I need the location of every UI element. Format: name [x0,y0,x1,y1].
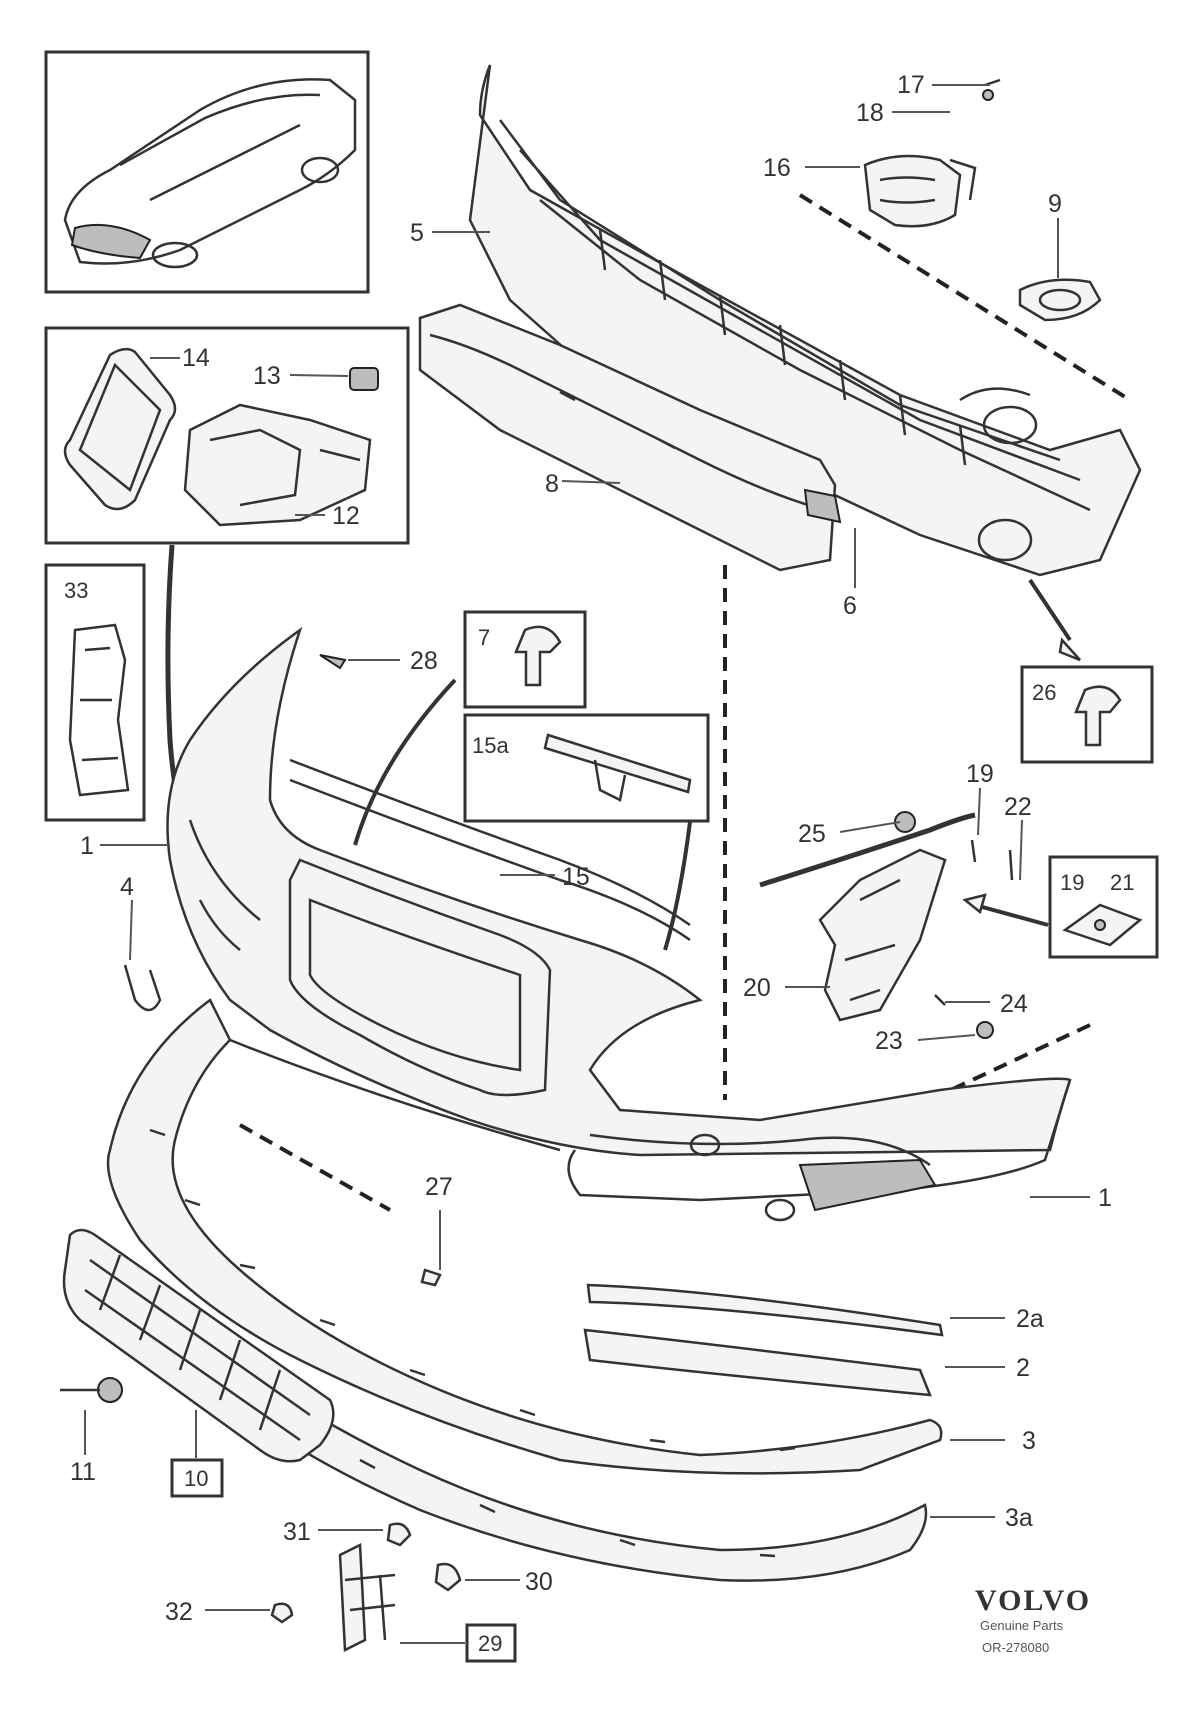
callout-21: 21 [1110,870,1134,895]
bumper-cover [166,626,1072,1222]
callout-30: 30 [525,1568,553,1596]
callout-5: 5 [410,219,424,247]
callout-18: 18 [856,99,884,127]
callout-29: 29 [478,1631,502,1656]
callout-10: 10 [184,1466,208,1491]
clip-7-inset [463,610,587,709]
callout-26: 26 [1032,680,1056,705]
callout-15a: 15a [472,733,509,758]
callout-28: 28 [410,647,438,675]
callout-3a: 3a [1005,1504,1033,1532]
callout-24: 24 [1000,990,1028,1018]
callout-27: 27 [425,1173,453,1201]
clip-26-inset [1020,665,1154,764]
trim-strips [583,1283,944,1397]
callout-4: 4 [120,873,134,901]
callout-15: 15 [562,863,590,891]
callout-13: 13 [253,362,281,390]
callout-22: 22 [1004,793,1032,821]
callout-33: 33 [64,578,88,603]
callout-32: 32 [165,1598,193,1626]
callout-11: 11 [70,1458,96,1486]
callout-25: 25 [798,820,826,848]
callout-2a: 2a [1016,1305,1044,1333]
callout-19b: 19 [1060,870,1084,895]
callout-23: 23 [875,1027,903,1055]
callout-20: 20 [743,974,771,1002]
bracket-assembly [759,811,1014,1039]
lower-grille [60,1228,335,1463]
car-overview-inset [44,50,370,294]
callout-19: 19 [966,760,994,788]
callout-17: 17 [897,71,925,99]
callout-1-left: 1 [80,832,94,860]
callout-9: 9 [1048,190,1062,218]
energy-absorber [418,303,842,572]
footer-code: OR-278080 [982,1640,1049,1655]
fog-lamp-group [863,78,1102,322]
callout-7: 7 [478,625,490,650]
callout-31: 31 [283,1518,311,1546]
callout-6: 6 [843,592,857,620]
bottom-bracket-group [270,1522,462,1652]
callout-1-right: 1 [1098,1184,1112,1212]
bracket-33-inset [44,563,146,822]
volvo-logo-text: VOLVO [975,1584,1091,1617]
callout-8: 8 [545,470,559,498]
callout-3: 3 [1022,1427,1036,1455]
clip-19-21-inset [1048,855,1159,959]
callout-12: 12 [332,502,360,530]
callout-16: 16 [763,154,791,182]
washer-inset [44,326,410,545]
footer-subtitle: Genuine Parts [980,1618,1064,1633]
callout-14: 14 [182,344,210,372]
callout-2: 2 [1016,1354,1030,1382]
moulding-15a-inset [463,713,710,823]
